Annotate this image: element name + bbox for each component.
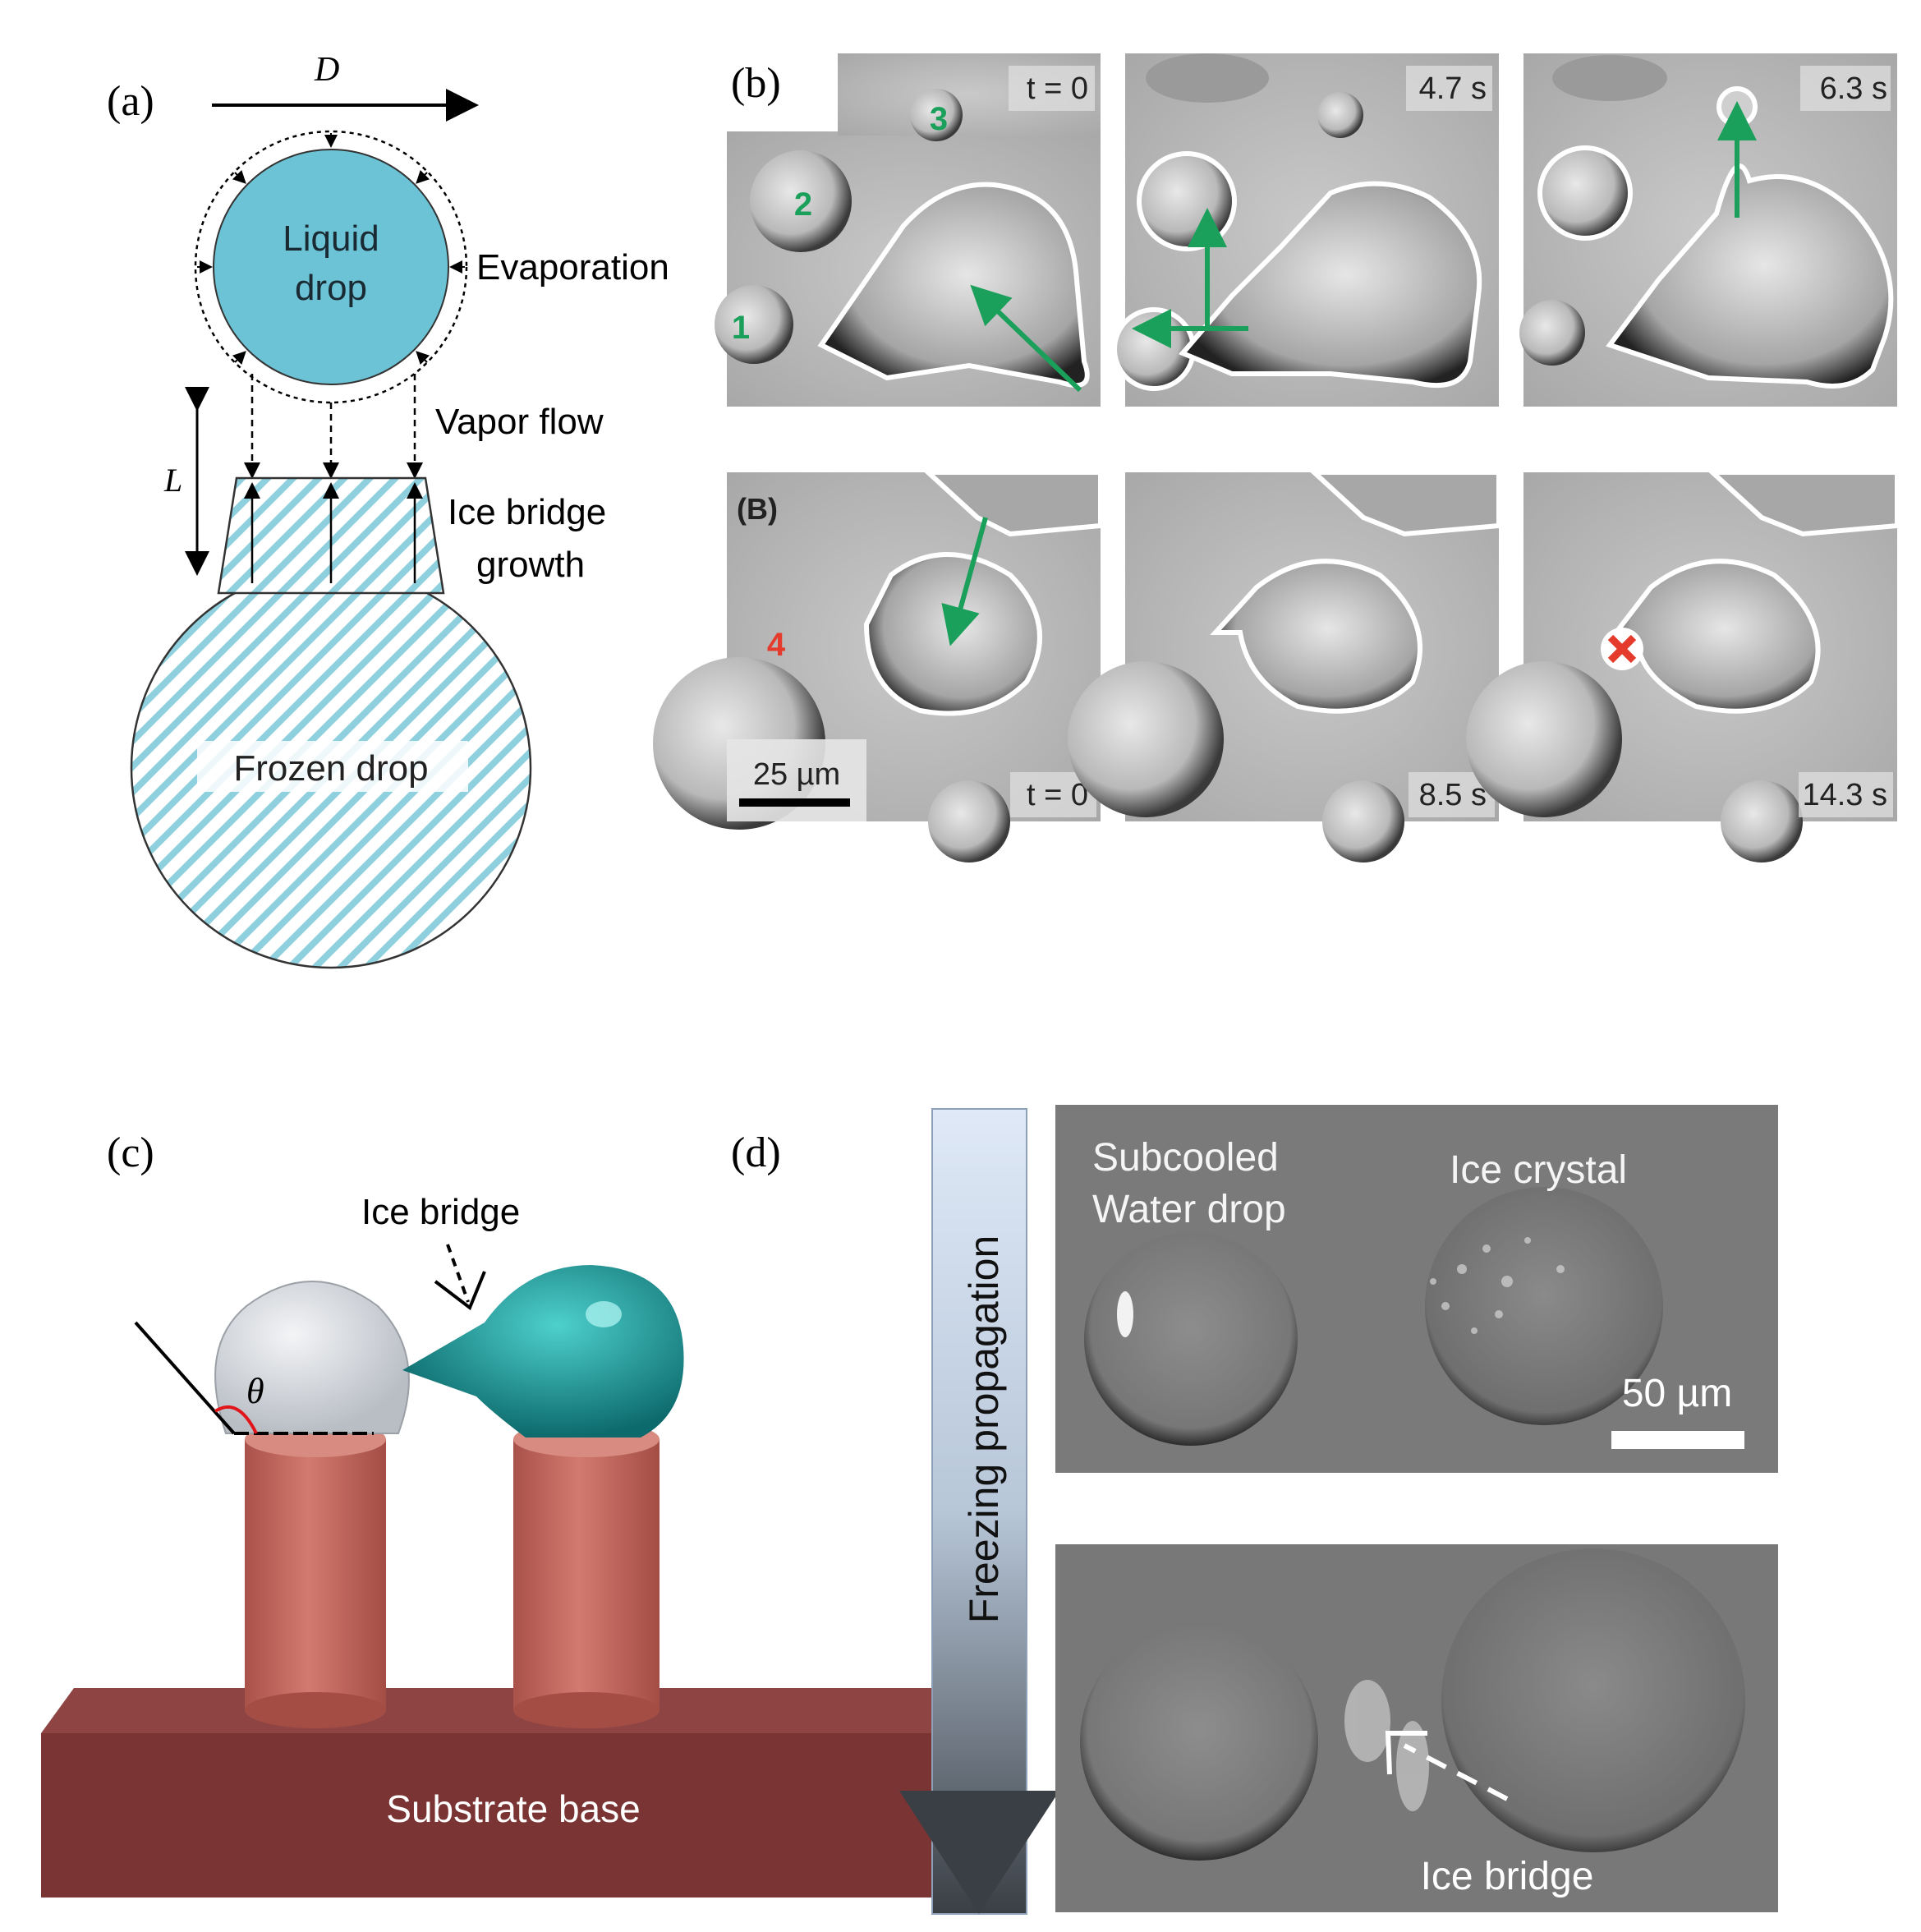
panel-b: (b) 3 2 1 t = 0 4.7 s (653, 53, 1900, 862)
frame-bottom-2: 8.5 s (1068, 470, 1501, 862)
ice-bridge-d-pointer-head (1385, 1731, 1427, 1775)
drop-number-4: 4 (767, 627, 786, 663)
scale-bar-b-label: 25 µm (753, 757, 840, 792)
grey-liquid-drop (214, 1281, 410, 1434)
tangent-line (134, 1321, 236, 1435)
frame-top-3: 6.3 s (1519, 53, 1897, 407)
liquid-drop-label-1: Liquid (283, 218, 379, 259)
panel-c: (c) Ice bridge Substrate base θ (41, 1129, 1018, 1898)
frozen-drop-bottom-left (1080, 1622, 1318, 1861)
theta-arc (214, 1405, 258, 1434)
left-pillar-bottom (245, 1692, 386, 1728)
left-pillar (245, 1439, 386, 1710)
frozen-drop-bottom-right (1441, 1548, 1745, 1852)
subcooled-label-2: Water drop (1092, 1188, 1286, 1231)
timestamp-bottom-3: 14.3 s (1802, 778, 1887, 812)
teal-frozen-drop (402, 1265, 684, 1438)
panel-c-label: (c) (107, 1129, 154, 1176)
ice-bridge-texture (1344, 1680, 1429, 1811)
l-symbol: L (163, 462, 182, 499)
evaporation-label: Evaporation (476, 247, 669, 288)
panel-b-label: (b) (731, 60, 781, 107)
freezing-arrow-head (899, 1791, 1059, 1914)
freezing-arrow-shaft (931, 1108, 1027, 1915)
ice-bridge-d-label: Ice bridge (1421, 1855, 1594, 1898)
panel-a: (a) D Liquid drop Evaporation Vapor flow (107, 51, 669, 969)
frame-bottom-3: 14.3 s (1466, 470, 1900, 862)
ice-crystal-texture (1430, 1237, 1565, 1334)
timestamp-bottom-2: 8.5 s (1419, 778, 1487, 812)
scale-bar-d (1611, 1431, 1744, 1449)
panel-d-label: (d) (731, 1129, 781, 1176)
ice-bridge-pointer (446, 1244, 470, 1303)
timestamp-top-2: 4.7 s (1419, 71, 1487, 106)
evaporation-arrows (197, 133, 465, 366)
right-pillar (513, 1439, 659, 1710)
ice-bridge-c-label: Ice bridge (361, 1192, 520, 1232)
ice-bridge-d-pointer (1403, 1743, 1509, 1801)
row-b-label: (B) (737, 492, 778, 526)
vapor-flow-arrows (244, 374, 423, 479)
d-symbol: D (314, 51, 339, 89)
ice-bridge-growth-label-1: Ice bridge (448, 492, 606, 532)
frame-top-1: 3 2 1 t = 0 (715, 53, 1101, 407)
drop-number-1: 1 (732, 310, 750, 346)
vapor-flow-label: Vapor flow (435, 402, 604, 442)
frame-top-2: 4.7 s (1112, 53, 1499, 407)
ice-bridge-growth-label-2: growth (476, 545, 585, 585)
panel-d: (d) Freezing propagation Subcooled Water… (731, 1105, 1778, 1915)
scale-bar-d-label: 50 µm (1622, 1372, 1732, 1415)
subcooled-drop-top (1084, 1232, 1298, 1446)
frame-bottom-1: (B) 4 25 µm t = 0 (653, 470, 1103, 862)
theta-symbol: θ (246, 1371, 264, 1411)
liquid-drop-label-2: drop (295, 268, 367, 308)
timestamp-bottom-1: t = 0 (1027, 778, 1088, 812)
scale-bar-b (739, 798, 850, 807)
ice-bridge-pointer-head (434, 1271, 486, 1311)
timestamp-top-3: 6.3 s (1820, 71, 1887, 106)
drop-number-2: 2 (794, 186, 812, 223)
ice-crystal-label: Ice crystal (1450, 1148, 1627, 1192)
substrate-label: Substrate base (386, 1787, 640, 1830)
frozen-label-bg (197, 741, 468, 792)
freezing-propagation-label: Freezing propagation (961, 1235, 1007, 1624)
liquid-drop (213, 149, 449, 385)
subcooled-label-1: Subcooled (1092, 1136, 1279, 1180)
vapor-boundary (194, 130, 468, 404)
ice-growth-arrows (244, 482, 423, 583)
red-x-marker (1601, 628, 1643, 670)
frozen-drop-label: Frozen drop (233, 748, 428, 789)
panel-a-label: (a) (107, 78, 154, 125)
drop-number-3: 3 (930, 101, 948, 137)
right-pillar-bottom (513, 1692, 659, 1728)
timestamp-top-1: t = 0 (1027, 71, 1088, 106)
substrate-front (41, 1733, 986, 1898)
